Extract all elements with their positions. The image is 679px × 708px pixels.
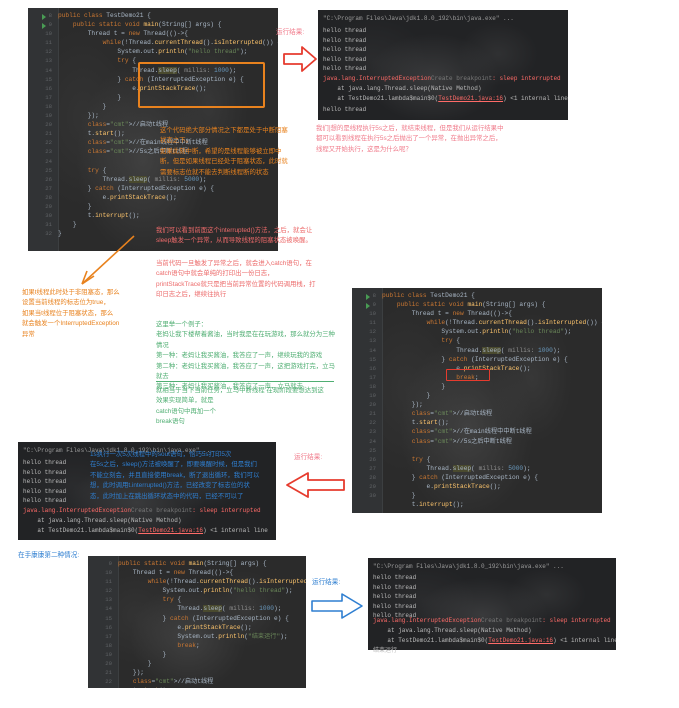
stack-trace-line-1a: at java.lang.Thread.sleep(Native Method) [323,85,482,92]
code-editor-panel-3[interactable]: 9 10 11 12 13 14 15 16 17 18 19 20 21 22… [88,556,306,688]
stack-trace-line-3b: at TestDemo21.lambda$main$0(TestDemo21.j… [373,636,616,646]
line-numbers-1: 8 9 10 11 12 13 14 15 16 17 18 19 20 21 … [45,12,52,238]
annotation-red-block-1: 我们可以看到前面这个interrupted()方法，之后，就会让 sleep触发… [156,227,313,245]
stack-trace-line-2b: at TestDemo21.lambda$main$0(TestDemo21.j… [23,526,268,536]
result-label-bottom: 运行结果: [312,579,341,586]
exception-message-2: : sleep interrupted [192,507,261,514]
gutter-divider-2 [382,288,383,513]
exception-hint-3: Create breakpoint [481,617,543,624]
pointer-arrow-orange [81,235,135,285]
case-two-label: 在手康康第二种情况: [18,552,80,559]
editor-gutter-3 [88,556,118,688]
exception-message-3: : sleep interrupted [542,617,611,624]
code-content-2[interactable]: public class TestDemo21 { public static … [382,292,602,509]
line-numbers-2: 8 9 10 11 12 13 14 15 16 17 18 19 20 21 … [369,292,376,500]
code-content-1[interactable]: public class TestDemo21 { public static … [58,12,278,238]
green-underline-rule [156,381,334,382]
trace-suffix-2: ) <1 internal line [203,527,268,534]
annotation-blue-on-console: 1s执行一次5次线程中的sout语句，恰巧5s打印5次 在5s之后，sleep(… [90,451,260,500]
console-tail-1: hello thread [323,106,367,113]
exception-message-1: : sleep interrupted [492,75,561,82]
console-output-2: hello thread hello thread hello thread h… [23,459,67,505]
console-exception-2: java.lang.InterruptedExceptionCreate bre… [23,506,261,516]
trace-prefix-2: at TestDemo21.lambda$main$0( [23,527,139,534]
trace-suffix-3: ) <1 internal line [553,637,616,644]
console-output-3: hello thread hello thread hello thread h… [373,574,417,620]
console-exception-1: java.lang.InterruptedExceptionCreate bre… [323,74,561,84]
gutter-divider-1 [58,8,59,251]
editor-gutter-2 [352,288,382,513]
annotation-green-tail: 就相当于当下当前任务，立马中断线程 在现阶段要想达到这 效果实现简单，就是 ca… [156,387,324,426]
console-tail-3: 结束运行 [373,647,398,654]
trace-prefix-3: at TestDemo21.lambda$main$0( [373,637,489,644]
trace-file-link-1[interactable]: TestDemo21.java:16 [438,95,504,102]
annotation-mid-orange: 这个代码绝大部分情况之下都是处于中断阻塞 状态之下。 如果此刻中断，希望的是线程… [160,127,288,176]
highlight-box-try-catch [138,62,265,108]
gutter-divider-3 [118,556,119,688]
line-numbers-3: 9 10 11 12 13 14 15 16 17 18 19 20 21 22… [105,560,112,688]
run-marker-icon-2a[interactable] [366,294,370,300]
run-marker-icon-1a[interactable] [42,14,46,20]
highlight-box-break-statement [446,369,490,381]
stack-trace-line-2a: at java.lang.Thread.sleep(Native Method) [23,517,182,524]
trace-prefix-1: at TestDemo21.lambda$main$0( [323,95,439,102]
trace-file-link-3[interactable]: TestDemo21.java:16 [488,637,554,644]
code-editor-panel-2[interactable]: 8 9 10 11 12 13 14 15 16 17 18 19 20 21 … [352,288,602,513]
annotation-green-block: 这里举一个例子： 老妈让我下楼帮着酱油，当时我是在在玩游戏，那么就分为三种情况 … [156,321,335,391]
exception-name-2: java.lang.InterruptedException [23,507,132,514]
annotation-red-block-2: 当前代码一旦触发了异常之后，就会进入catch语句，在 catch语句中就会单纯… [156,260,316,299]
exception-name-1: java.lang.InterruptedException [323,75,432,82]
code-content-3[interactable]: public static void main(String[] args) {… [118,560,306,688]
result-label-top: 运行结果: [276,29,305,36]
annotation-top-right: 我们]想的是线程执行5s之后，就结束线程，但是我们从运行结果中 都可以看到线程在… [316,125,504,153]
trace-suffix-1: ) <1 internal line [503,95,568,102]
console-command-3: "C:\Program Files\Java\jdk1.8.0_192\bin\… [373,563,564,570]
trace-file-link-2[interactable]: TestDemo21.java:16 [138,527,204,534]
exception-hint-1: Create breakpoint [431,75,493,82]
console-command-1: "C:\Program Files\Java\jdk1.8.0_192\bin\… [323,15,514,22]
result-label-mid: 运行结果: [294,454,323,461]
stack-trace-line-3a: at java.lang.Thread.sleep(Native Method) [373,627,532,634]
console-output-1: hello thread hello thread hello thread h… [323,27,367,73]
editor-gutter-1 [28,8,58,251]
exception-name-3: java.lang.InterruptedException [373,617,482,624]
console-exception-3: java.lang.InterruptedExceptionCreate bre… [373,616,611,626]
arrow-right-top [283,46,317,72]
exception-hint-2: Create breakpoint [131,507,193,514]
arrow-right-bottom [311,593,363,619]
console-panel-3[interactable]: "C:\Program Files\Java\jdk1.8.0_192\bin\… [368,558,616,650]
run-marker-icon-1b[interactable] [42,23,46,29]
arrow-left-mid [286,472,345,498]
console-command-2: "C:\Program Files\Java\jdk1.8.0_192\bin\… [23,447,214,454]
stack-trace-line-1b: at TestDemo21.lambda$main$0(TestDemo21.j… [323,94,568,104]
annotation-left-orange: 如果t线程此时处于非阻塞态，那么 设置当前线程的标志位为true， 如果当t线程… [22,289,120,338]
run-marker-icon-2b[interactable] [366,303,370,309]
console-panel-1[interactable]: "C:\Program Files\Java\jdk1.8.0_192\bin\… [318,10,568,120]
